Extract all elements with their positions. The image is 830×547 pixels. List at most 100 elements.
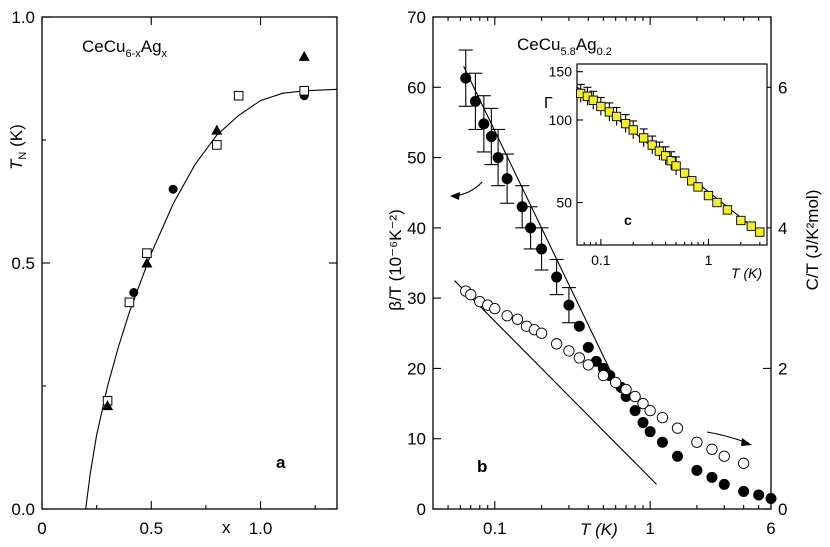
panel-c-xtick-label: 0.1: [591, 252, 611, 268]
panel-b-point: [485, 130, 497, 142]
panel-b-point: [718, 450, 730, 462]
panel-b-point: [671, 422, 684, 434]
panel-c-point: [647, 140, 657, 150]
panel-a-point: [299, 86, 310, 96]
panel-b-point: [582, 341, 594, 353]
panel-a-xtick-label: 0: [37, 519, 46, 538]
panel-b-point: [620, 383, 632, 396]
panel-b-point: [765, 492, 777, 504]
panel-a-point: [142, 248, 152, 258]
panel-c-point: [628, 125, 638, 135]
panel-a-label: a: [276, 453, 286, 472]
panel-c-point: [666, 156, 676, 166]
panel-b-point: [610, 376, 622, 389]
panel-c-point: [621, 118, 631, 129]
panel-a-point: [211, 124, 223, 135]
panel-b-ytick-right-label: 4: [778, 219, 787, 238]
panel-b-label: b: [477, 457, 487, 476]
panel-b-title: CeCu5.8Ag0.2: [517, 35, 612, 58]
panel-a-point: [168, 184, 178, 194]
panel-b-point: [535, 327, 548, 339]
panel-c-point: [693, 182, 703, 192]
panel-b-frame: [432, 16, 772, 510]
panel-b-point: [563, 345, 575, 357]
panel-a-ytick-label: 0.0: [11, 500, 35, 519]
panel-b-ytick-left-label: 70: [407, 8, 426, 27]
panel-b-point: [637, 417, 649, 429]
panel-c-point: [722, 205, 733, 215]
panel-b-fit-right: [454, 280, 657, 485]
right-arrow: [706, 431, 746, 443]
panel-b-point: [691, 436, 703, 448]
panel-b-point: [644, 426, 656, 438]
panel-c-point: [654, 146, 665, 156]
panel-c-point: [660, 151, 671, 161]
panel-b-point: [563, 299, 575, 311]
left-arrow-head: [450, 192, 460, 200]
panel-b-point: [492, 152, 504, 164]
panel-b-xtick-label: 6: [766, 519, 775, 538]
panel-a-point: [129, 288, 139, 298]
panel-c-point: [755, 227, 765, 237]
panel-b-point: [629, 390, 641, 403]
panel-a-fit-line: [85, 88, 338, 510]
panel-a-point: [298, 50, 310, 61]
panel-a-xlabel: x: [222, 518, 231, 537]
panel-b-ytick-left-label: 60: [407, 78, 426, 97]
panel-a-xtick-label: 1.0: [249, 519, 273, 538]
panel-b-point: [550, 338, 563, 350]
panel-c-ytick-label: 100: [549, 112, 573, 128]
panel-c-ytick-label: 50: [556, 195, 572, 211]
panel-b-point: [460, 72, 472, 84]
panel-c-point: [596, 101, 606, 112]
panel-c-xtick-label: 1: [705, 252, 713, 268]
panel-b-point: [691, 464, 703, 476]
panel-b-point: [706, 443, 718, 455]
panel-c-point: [712, 197, 722, 208]
panel-c-xlabel: T (K): [731, 265, 762, 281]
panel-c-point: [588, 95, 598, 105]
panel-c-point: [611, 111, 622, 122]
panel-a-point: [212, 140, 222, 150]
panel-b-point: [629, 405, 641, 417]
panel-b-point: [671, 450, 683, 462]
panel-c-point: [671, 161, 681, 171]
panel-b-point: [469, 95, 481, 107]
panel-b-point: [582, 359, 594, 371]
panel-b-point: [501, 310, 513, 322]
panel-b-point: [573, 320, 585, 332]
panel-b-point: [737, 457, 750, 469]
panel-b-point: [511, 313, 524, 325]
panel-c-point: [679, 168, 690, 178]
right-arrow-head: [741, 438, 752, 446]
panel-b-ylabel-left: β/T (10⁻⁶K⁻²): [386, 209, 405, 310]
panel-b-point: [465, 288, 477, 301]
panel-b-point: [551, 271, 563, 283]
panel-b-fit-left: [463, 65, 622, 394]
panel-b-ytick-left-label: 10: [407, 430, 426, 449]
panel-a-xtick-label: 0.5: [139, 519, 163, 538]
panel-b-ylabel-right: C/T (J/K²mol): [803, 190, 822, 291]
panel-b-point: [637, 397, 649, 410]
panel-b-point: [656, 411, 669, 424]
panel-b-point: [525, 222, 537, 234]
panel-b-xtick-label: 0.1: [483, 519, 507, 538]
panel-b-point: [597, 369, 610, 382]
panel-c-label: c: [624, 212, 632, 228]
panel-b-ytick-left-label: 30: [407, 289, 426, 308]
panel-b-xlabel: T (K): [580, 520, 618, 539]
panel-a-ytick-label: 1.0: [11, 8, 35, 27]
panel-b-ytick-left-label: 0: [417, 500, 426, 519]
panel-b-xtick-label: 1: [645, 519, 654, 538]
panel-b-point: [706, 471, 718, 483]
panel-c-point: [746, 221, 756, 231]
panel-b-point: [753, 489, 765, 501]
panel-c-point: [639, 133, 649, 143]
panel-a-point: [233, 90, 244, 101]
panel-a-ytick-label: 0.5: [11, 254, 35, 273]
panel-b-point: [516, 201, 528, 213]
